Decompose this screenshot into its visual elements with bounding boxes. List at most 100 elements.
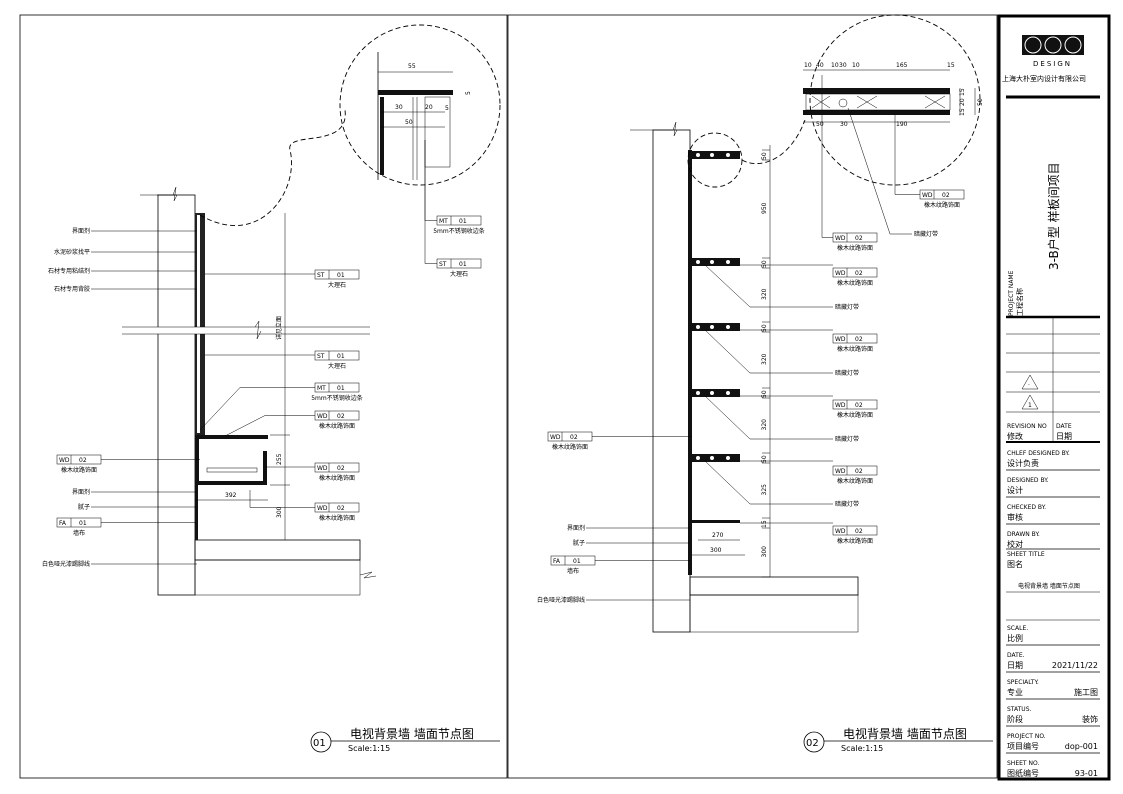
tag-code: FA bbox=[553, 558, 561, 565]
dimension-value: 50 bbox=[761, 260, 768, 268]
material-label: 白色哑光漆踢脚线 bbox=[42, 560, 90, 568]
tag-description: 大理石 bbox=[328, 362, 346, 370]
detail-circle-1 bbox=[339, 24, 501, 186]
detail2-dim: 50 bbox=[977, 98, 984, 106]
tag-number: 01 bbox=[79, 520, 87, 527]
floor-slab bbox=[689, 594, 859, 633]
chief-label: CHLEF DESIGNED BY. bbox=[1007, 450, 1070, 457]
detail1-dim: 50 bbox=[405, 119, 413, 126]
tag-code: WD bbox=[317, 413, 328, 420]
detail2-dim: 10 bbox=[804, 62, 812, 69]
material-label: 石材专用背胶 bbox=[54, 285, 90, 293]
detail2-dim: 165 bbox=[896, 62, 908, 69]
revision-no-label: REVISION NO bbox=[1007, 423, 1047, 430]
shelf bbox=[688, 454, 740, 462]
designed-label: DESIGNED BY. bbox=[1007, 477, 1049, 484]
tag-code: WD bbox=[835, 468, 846, 475]
panel-2-frame bbox=[507, 14, 998, 779]
tag-description: 橡木纹路饰面 bbox=[837, 537, 873, 545]
tag-code: ST bbox=[317, 272, 325, 279]
tag-description: 橡木纹路饰面 bbox=[319, 422, 355, 430]
specialty-label: SPECIALTY. bbox=[1007, 679, 1039, 686]
revision-mark: · bbox=[1028, 382, 1030, 389]
leader-line bbox=[704, 395, 833, 440]
dimension-value: 50 bbox=[761, 455, 768, 463]
drawing-scale: Scale:1:15 bbox=[348, 744, 390, 753]
sheet-title: 电视背景墙 墙面节点图 bbox=[1018, 582, 1080, 590]
break-mark bbox=[140, 186, 178, 202]
revision-no-label-cn: 修改 bbox=[1007, 431, 1023, 441]
floor-screed bbox=[194, 539, 361, 561]
tag-description: 墙布 bbox=[73, 529, 85, 537]
detail1-dim: 30 bbox=[395, 104, 403, 111]
tag-code: WD bbox=[835, 402, 846, 409]
tag-code: MT bbox=[439, 218, 448, 225]
date2-value: 2021/11/22 bbox=[1052, 661, 1098, 670]
detail-leader bbox=[199, 109, 346, 226]
tag-number: 01 bbox=[337, 385, 345, 392]
date-label: DATE bbox=[1056, 423, 1072, 430]
tag-code: FA bbox=[59, 520, 67, 527]
light-strip-label: 暗藏灯带 bbox=[835, 435, 859, 443]
dim-base-height: 300 bbox=[276, 506, 283, 518]
tag-description: 橡木纹路饰面 bbox=[837, 411, 873, 419]
drawing-number-circle bbox=[310, 731, 332, 753]
bottom-shelf bbox=[688, 520, 740, 523]
tag-number: 02 bbox=[855, 528, 863, 535]
dimension-value: 320 bbox=[761, 288, 768, 300]
shelf bbox=[688, 151, 740, 159]
detail-circle-marker bbox=[687, 132, 743, 188]
scale-label-cn: 比例 bbox=[1007, 633, 1023, 643]
tag-code: WD bbox=[835, 235, 846, 242]
detail2-dim: 15 bbox=[959, 88, 966, 96]
material-tag: MT 01 5mm不锈钢收边条 bbox=[199, 382, 363, 431]
drawing-title: 电视背景墙 墙面节点图 bbox=[350, 726, 474, 741]
designed-label-cn: 设计 bbox=[1007, 485, 1023, 495]
dim-box-height: 255 bbox=[276, 453, 283, 465]
title-block: DESIGN 上海大朴室内设计有限公司 3-B户型 样板间项目 PROJECT … bbox=[997, 14, 1111, 781]
break-mark bbox=[359, 571, 377, 579]
tag-description: 橡木纹路饰面 bbox=[319, 514, 355, 522]
wood-box bbox=[195, 435, 268, 485]
wall-hatch bbox=[652, 129, 691, 633]
date2-label-cn: 日期 bbox=[1007, 661, 1023, 670]
tag-number: 02 bbox=[570, 434, 578, 441]
leader-line bbox=[821, 75, 833, 238]
drawing-number: 01 bbox=[313, 738, 326, 749]
detail1-dim: 5 bbox=[445, 105, 449, 112]
specialty-label-cn: 专业 bbox=[1007, 687, 1023, 697]
tag-code: MT bbox=[317, 385, 326, 392]
detail2-dim: 30 bbox=[839, 62, 847, 69]
status-label-cn: 阶段 bbox=[1007, 714, 1023, 724]
tag-number: 02 bbox=[855, 235, 863, 242]
drawn-label-cn: 校对 bbox=[1007, 539, 1023, 549]
company-name: 上海大朴室内设计有限公司 bbox=[1002, 74, 1086, 83]
tag-code: WD bbox=[835, 528, 846, 535]
project-name-label-cn: 工程名称 bbox=[1015, 288, 1024, 316]
detail1-dim: 55 bbox=[408, 63, 416, 70]
tag-number: 02 bbox=[337, 465, 345, 472]
material-tag: WD 02 橡木纹路饰面 bbox=[547, 431, 692, 451]
tag-description: 橡木纹路饰面 bbox=[552, 443, 588, 451]
status-label: STATUS. bbox=[1007, 706, 1032, 713]
tag-code: WD bbox=[550, 434, 561, 441]
drawn-label: DRAWN BY. bbox=[1007, 531, 1040, 538]
date-label-cn: 日期 bbox=[1056, 432, 1072, 441]
leader-line bbox=[424, 140, 437, 264]
detail2-dim: 15 bbox=[959, 108, 966, 116]
shelf bbox=[688, 389, 740, 397]
material-tag: WD 02 橡木纹路饰面 bbox=[740, 522, 878, 545]
leader-line bbox=[704, 264, 833, 308]
dimension-value: 50 bbox=[761, 390, 768, 398]
sheet-no-label-cn: 图纸编号 bbox=[1007, 768, 1039, 778]
leader-line bbox=[704, 460, 833, 505]
dim-270: 270 bbox=[712, 532, 724, 539]
tag-code: WD bbox=[835, 336, 846, 343]
detail2-dim: 30 bbox=[840, 121, 848, 128]
tag-description: 5mm不锈钢收边条 bbox=[311, 394, 363, 402]
tag-description: 橡木纹路饰面 bbox=[837, 279, 873, 287]
